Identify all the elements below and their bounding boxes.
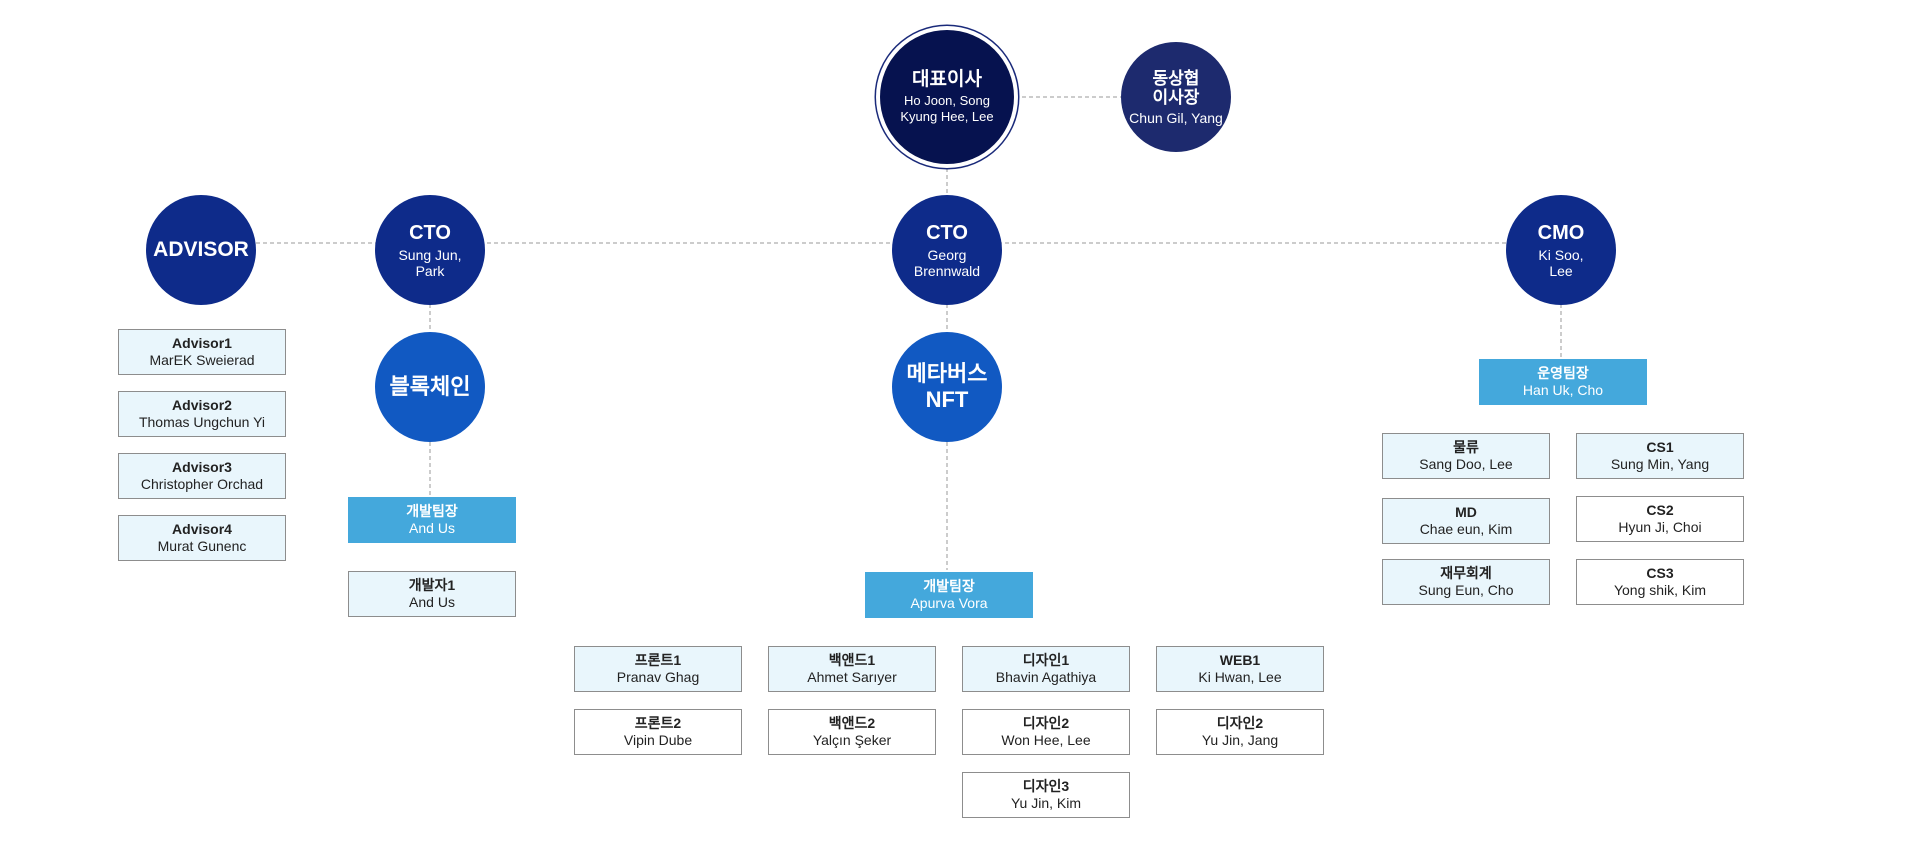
cmo-member-box: CS2 Hyun Ji, Choi (1576, 496, 1744, 542)
member-title: 디자인2 (1022, 715, 1070, 731)
member-name: Sang Doo, Lee (1419, 456, 1513, 472)
member-name: Christopher Orchad (140, 476, 264, 492)
blockchain-department-title: 블록체인 (389, 374, 471, 399)
lead-title: 운영팀장 (1537, 365, 1589, 381)
cmo-member-box: 재무회계 Sung Eun, Cho (1382, 559, 1550, 605)
advisor-member-box: Advisor4 Murat Gunenc (118, 515, 286, 561)
member-name: Sung Min, Yang (1610, 456, 1710, 472)
member-title: WEB1 (1219, 652, 1261, 668)
cmo-node: CMO Ki Soo, Lee (1506, 195, 1616, 305)
member-title: Advisor2 (172, 397, 232, 413)
cmo-name-1: Ki Soo, (1538, 246, 1584, 263)
cmo-member-box: MD Chae eun, Kim (1382, 498, 1550, 544)
metaverse-lead-box: 개발팀장 Apurva Vora (865, 572, 1033, 618)
metaverse-member-box: WEB1 Ki Hwan, Lee (1156, 646, 1324, 692)
cto-metaverse-node: CTO Georg Brennwald (892, 195, 1002, 305)
member-title: 디자인3 (1022, 778, 1070, 794)
metaverse-member-box: 프론트1 Pranav Ghag (574, 646, 742, 692)
metaverse-department-node: 메타버스 NFT (892, 332, 1002, 442)
member-name: And Us (409, 594, 455, 610)
cto-blockchain-title: CTO (409, 221, 451, 244)
advisor-member-box: Advisor1 MarEK Sweierad (118, 329, 286, 375)
member-title: 프론트2 (634, 715, 682, 731)
member-name: Thomas Ungchun Yi (138, 414, 266, 430)
member-title: 개발자1 (408, 577, 456, 593)
member-title: 백앤드2 (828, 715, 876, 731)
advisor-node: ADVISOR (146, 195, 256, 305)
cmo-name-2: Lee (1549, 262, 1573, 279)
member-title: Advisor3 (172, 459, 232, 475)
member-title: 디자인1 (1022, 652, 1070, 668)
cmo-member-box: 물류 Sang Doo, Lee (1382, 433, 1550, 479)
ceo-name-2: Kyung Hee, Lee (900, 109, 994, 124)
member-name: MarEK Sweierad (149, 352, 255, 368)
metaverse-department-title: 메타버스 NFT (906, 361, 988, 412)
member-title: 디자인2 (1216, 715, 1264, 731)
advisor-title: ADVISOR (153, 238, 249, 261)
member-name: Yong shik, Kim (1613, 582, 1707, 598)
lead-name: Apurva Vora (910, 595, 988, 611)
member-name: Chae eun, Kim (1419, 521, 1513, 537)
cto-blockchain-name-1: Sung Jun, (398, 246, 462, 263)
cto-metaverse-title: CTO (926, 221, 968, 244)
member-name: Murat Gunenc (157, 538, 247, 554)
member-title: 물류 (1453, 439, 1479, 455)
blockchain-department-node: 블록체인 (375, 332, 485, 442)
member-title: CS2 (1646, 502, 1674, 518)
metaverse-member-box: 디자인1 Bhavin Agathiya (962, 646, 1130, 692)
metaverse-member-box: 백앤드1 Ahmet Sarıyer (768, 646, 936, 692)
member-title: 프론트1 (634, 652, 682, 668)
cto-blockchain-node: CTO Sung Jun, Park (375, 195, 485, 305)
lead-title: 개발팀장 (406, 503, 458, 519)
ceo-title: 대표이사 (912, 69, 982, 90)
ceo-node: 대표이사 Ho Joon, Song Kyung Hee, Lee (880, 30, 1014, 164)
member-name: Ki Hwan, Lee (1198, 669, 1282, 685)
cmo-lead-box: 운영팀장 Han Uk, Cho (1479, 359, 1647, 405)
member-name: Yu Jin, Jang (1201, 732, 1279, 748)
lead-name: And Us (409, 520, 455, 536)
member-name: Ahmet Sarıyer (807, 669, 897, 685)
member-title: 재무회계 (1440, 565, 1492, 581)
blockchain-lead-box: 개발팀장 And Us (348, 497, 516, 543)
lead-name: Han Uk, Cho (1522, 382, 1604, 398)
metaverse-member-box: 디자인2 Yu Jin, Jang (1156, 709, 1324, 755)
metaverse-member-box: 디자인3 Yu Jin, Kim (962, 772, 1130, 818)
member-title: 백앤드1 (828, 652, 876, 668)
blockchain-member-box: 개발자1 And Us (348, 571, 516, 617)
metaverse-member-box: 백앤드2 Yalçın Şeker (768, 709, 936, 755)
cmo-member-box: CS1 Sung Min, Yang (1576, 433, 1744, 479)
member-name: Sung Eun, Cho (1418, 582, 1514, 598)
member-name: Pranav Ghag (616, 669, 700, 685)
member-title: Advisor1 (172, 335, 232, 351)
vice-chair-node: 동상협 이사장 Chun Gil, Yang (1121, 42, 1231, 152)
member-title: CS1 (1646, 439, 1674, 455)
member-title: Advisor4 (172, 521, 232, 537)
cto-blockchain-name-2: Park (415, 262, 445, 279)
member-name: Yalçın Şeker (812, 732, 892, 748)
member-name: Won Hee, Lee (1001, 732, 1091, 748)
cto-metaverse-name-1: Georg (927, 246, 967, 263)
member-name: Yu Jin, Kim (1010, 795, 1082, 811)
advisor-member-box: Advisor2 Thomas Ungchun Yi (118, 391, 286, 437)
member-title: CS3 (1646, 565, 1674, 581)
member-name: Hyun Ji, Choi (1618, 519, 1702, 535)
ceo-name-1: Ho Joon, Song (903, 93, 990, 108)
metaverse-member-box: 프론트2 Vipin Dube (574, 709, 742, 755)
cto-metaverse-name-2: Brennwald (913, 262, 981, 279)
lead-title: 개발팀장 (923, 578, 975, 594)
member-name: Vipin Dube (623, 732, 693, 748)
cmo-member-box: CS3 Yong shik, Kim (1576, 559, 1744, 605)
advisor-member-box: Advisor3 Christopher Orchad (118, 453, 286, 499)
member-title: MD (1455, 504, 1477, 520)
member-name: Bhavin Agathiya (995, 669, 1097, 685)
metaverse-member-box: 디자인2 Won Hee, Lee (962, 709, 1130, 755)
cmo-title: CMO (1537, 221, 1585, 244)
vice-chair-name: Chun Gil, Yang (1129, 109, 1223, 126)
vice-chair-title: 동상협 이사장 (1152, 68, 1200, 107)
